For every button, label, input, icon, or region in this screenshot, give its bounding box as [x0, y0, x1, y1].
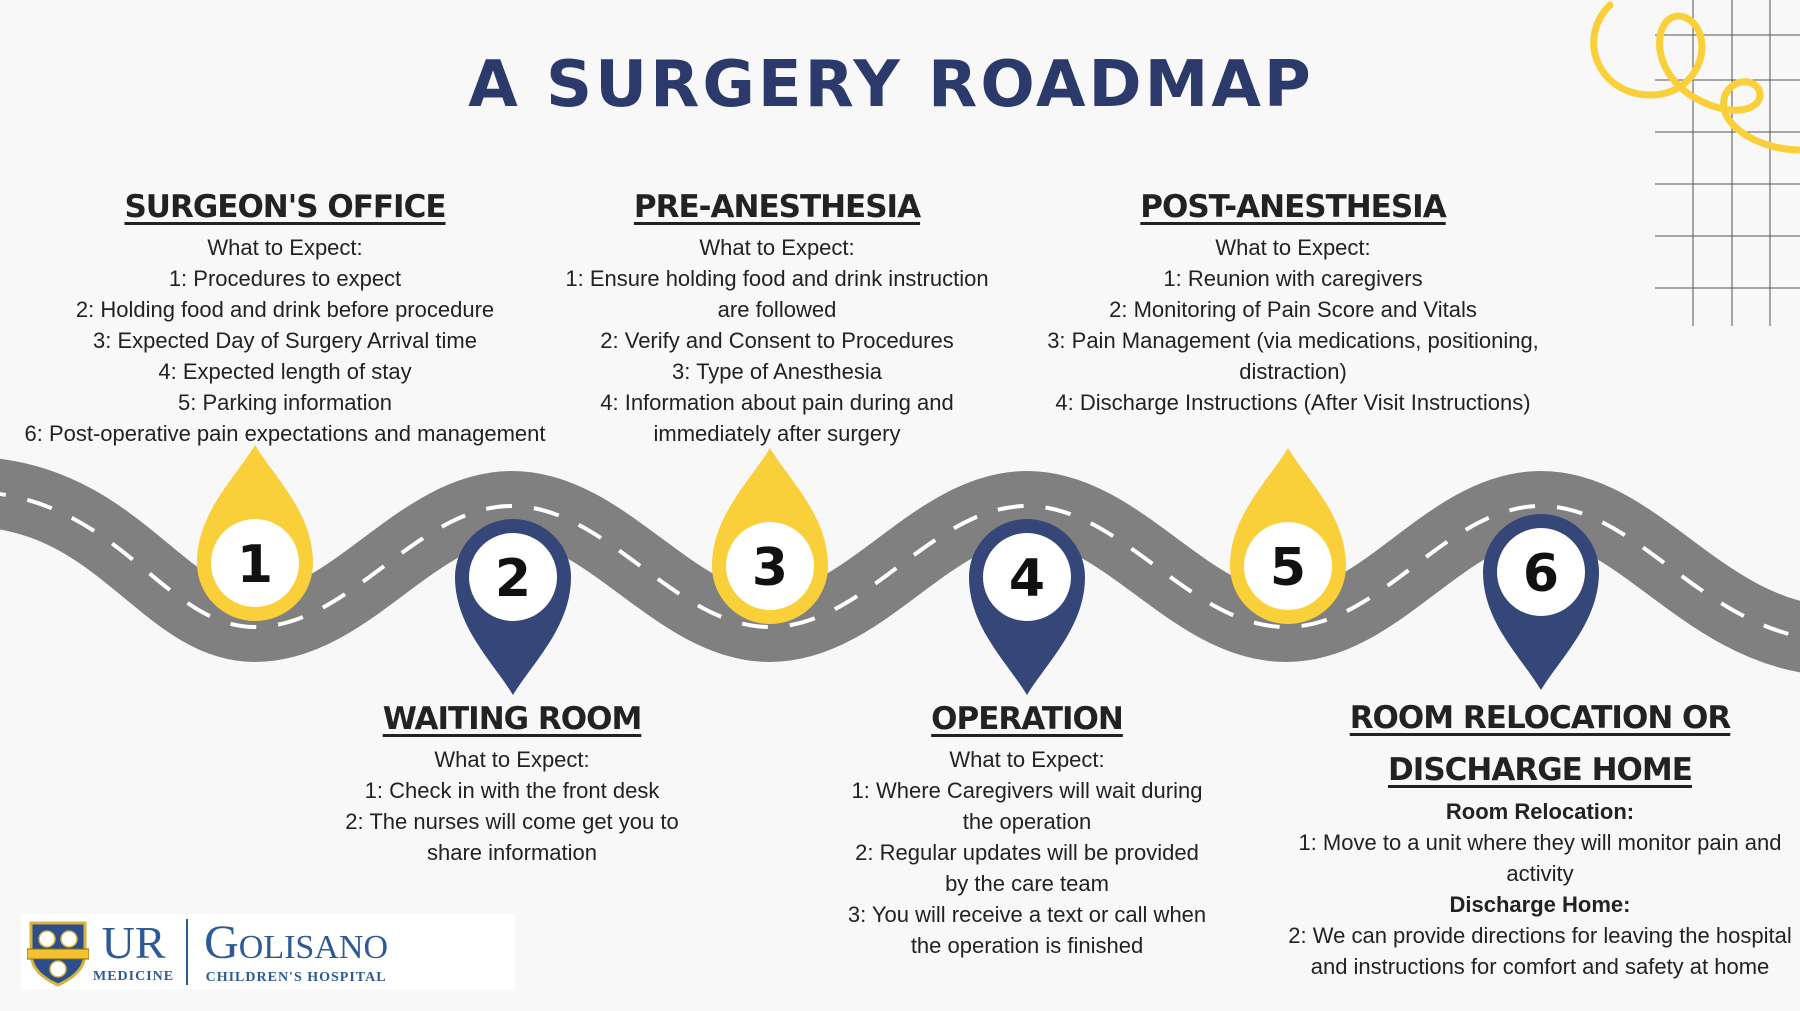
step-post-anesthesia: POST-ANESTHESIA What to Expect: 1: Reuni…	[1003, 186, 1583, 418]
pin-number: 5	[1270, 538, 1306, 598]
step-waiting-room: WAITING ROOM What to Expect: 1: Check in…	[312, 698, 712, 868]
pin-number: 1	[237, 535, 273, 595]
step-heading: OPERATION	[931, 701, 1124, 737]
step-heading: PRE-ANESTHESIA	[633, 189, 921, 225]
pin-number: 6	[1523, 544, 1559, 604]
step-room-relocation-or-discharge: ROOM RELOCATION OR DISCHARGE HOME Room R…	[1270, 692, 1800, 982]
road-center-line	[0, 492, 1800, 639]
step-item: 1: Ensure holding food and drink instruc…	[565, 266, 989, 291]
step-intro: What to Expect:	[207, 235, 363, 260]
swirl-decoration	[1590, 1, 1800, 154]
step-item: 3: Expected Day of Surgery Arrival time	[93, 328, 477, 353]
golisano-wordmark: Golisano CHILDREN'S HOSPITAL	[204, 915, 389, 986]
step-heading: SURGEON'S OFFICE	[124, 189, 446, 225]
logo-divider	[186, 918, 189, 985]
step-item: 3: Pain Management (via medications, pos…	[1047, 328, 1539, 353]
step-item: 1: Reunion with caregivers	[1163, 266, 1423, 291]
ur-medicine-wordmark: UR MEDICINE	[93, 916, 175, 985]
step-item: 6: Post-operative pain expectations and …	[24, 421, 546, 446]
step-intro: What to Expect:	[699, 235, 855, 260]
step-operation: OPERATION What to Expect: 1: Where Careg…	[827, 698, 1227, 961]
step-item: immediately after surgery	[653, 421, 901, 446]
step-item: the operation is finished	[910, 933, 1144, 958]
golisano-text: Golisano	[204, 915, 389, 969]
page-title: A SURGERY ROADMAP	[468, 48, 1314, 122]
step-pre-anesthesia: PRE-ANESTHESIA What to Expect: 1: Ensure…	[517, 186, 1037, 449]
step-item: 1: Check in with the front desk	[364, 778, 660, 803]
step-item: 4: Information about pain during and	[600, 390, 954, 415]
step-subheading: Discharge Home:	[1449, 892, 1631, 917]
step-item: 2: The nurses will come get you to	[345, 809, 679, 834]
step-item: 2: Monitoring of Pain Score and Vitals	[1109, 297, 1477, 322]
step-item: 3: Type of Anesthesia	[672, 359, 882, 384]
step-heading-line: ROOM RELOCATION OR	[1349, 700, 1732, 736]
step-item: and instructions for comfort and safety …	[1310, 954, 1770, 979]
step-item: 1: Procedures to expect	[168, 266, 402, 291]
university-crest-icon	[27, 921, 89, 987]
pin-number: 4	[1009, 549, 1045, 609]
ur-text: UR	[101, 916, 166, 968]
step-intro: What to Expect:	[434, 747, 590, 772]
childrens-hospital-text: CHILDREN'S HOSPITAL	[205, 969, 387, 985]
ur-medicine-golisano-logo: UR MEDICINE Golisano CHILDREN'S HOSPITAL	[21, 914, 515, 989]
step-subheading: Room Relocation:	[1445, 799, 1635, 824]
step-item: 1: Move to a unit where they will monito…	[1298, 830, 1782, 855]
step-item: 1: Where Caregivers will wait during	[851, 778, 1203, 803]
step-item: by the care team	[945, 871, 1109, 896]
step-item: 4: Discharge Instructions (After Visit I…	[1055, 390, 1531, 415]
step-item: activity	[1506, 861, 1574, 886]
grid-decoration	[1655, 0, 1800, 326]
step-item: 5: Parking information	[178, 390, 392, 415]
step-item: 2: Regular updates will be provided	[855, 840, 1199, 865]
pin-3: 3	[712, 448, 828, 624]
step-item: 2: Verify and Consent to Procedures	[600, 328, 954, 353]
pin-4: 4	[969, 519, 1085, 695]
step-heading-line: DISCHARGE HOME	[1388, 752, 1693, 788]
pin-1: 1	[197, 445, 313, 621]
medicine-text: MEDICINE	[93, 968, 175, 984]
step-item: 4: Expected length of stay	[158, 359, 412, 384]
step-surgeons-office: SURGEON'S OFFICE What to Expect: 1: Proc…	[0, 186, 570, 449]
step-item: 2: Holding food and drink before procedu…	[75, 297, 495, 322]
step-item: 3: You will receive a text or call when	[847, 902, 1207, 927]
pin-6: 6	[1483, 514, 1599, 690]
pin-number: 3	[752, 538, 788, 598]
pin-number: 2	[495, 549, 531, 609]
step-item: share information	[427, 840, 597, 865]
step-intro: What to Expect:	[949, 747, 1105, 772]
step-item: 2: We can provide directions for leaving…	[1288, 923, 1792, 948]
step-item: distraction)	[1239, 359, 1347, 384]
step-intro: What to Expect:	[1215, 235, 1371, 260]
step-heading: WAITING ROOM	[382, 701, 643, 737]
pin-2: 2	[455, 519, 571, 695]
pin-5: 5	[1230, 448, 1346, 624]
step-item: the operation	[962, 809, 1092, 834]
step-item: are followed	[717, 297, 837, 322]
step-heading: ROOM RELOCATION OR DISCHARGE HOME	[1349, 692, 1732, 796]
step-heading: POST-ANESTHESIA	[1140, 189, 1446, 225]
